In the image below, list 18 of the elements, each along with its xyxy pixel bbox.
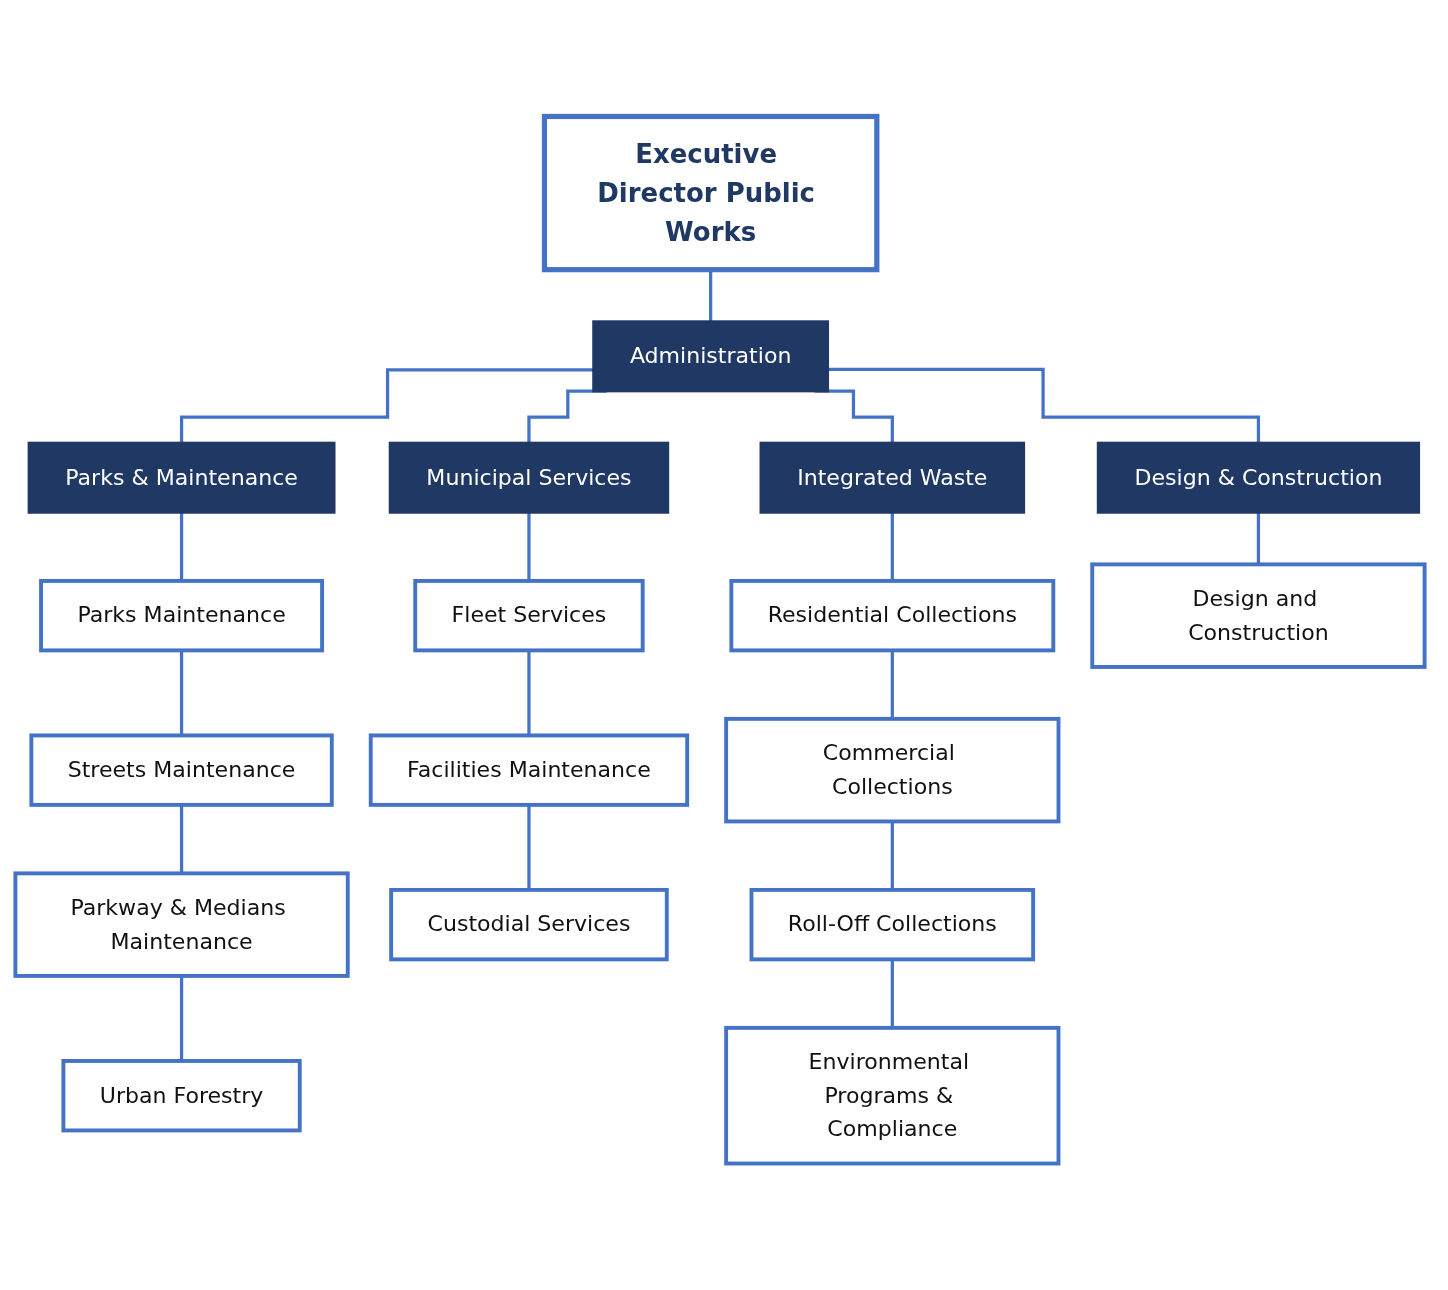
node-box: Roll-Off Collections xyxy=(749,887,1036,962)
node-box: Design & Construction xyxy=(1096,441,1421,514)
node-box: Facilities Maintenance xyxy=(368,733,690,807)
node-box: Design and Construction xyxy=(1090,562,1427,669)
node-box: Streets Maintenance xyxy=(29,733,334,807)
node-box: Residential Collections xyxy=(729,579,1056,653)
node-box: Custodial Services xyxy=(389,887,669,962)
node-box: Administration xyxy=(592,320,830,393)
node-box: Parks & Maintenance xyxy=(27,441,336,514)
node-box: Parkway & Medians Maintenance xyxy=(13,871,350,978)
node-box: Parks Maintenance xyxy=(39,579,325,653)
node-box: Urban Forestry xyxy=(61,1059,302,1133)
node-box: Executive Director Public Works xyxy=(541,113,880,273)
node-box: Environmental Programs & Compliance xyxy=(724,1025,1061,1166)
node-box: Commercial Collections xyxy=(724,716,1061,824)
node-box: Municipal Services xyxy=(388,441,670,514)
node-box: Integrated Waste xyxy=(759,441,1026,514)
node-box: Fleet Services xyxy=(413,579,645,653)
